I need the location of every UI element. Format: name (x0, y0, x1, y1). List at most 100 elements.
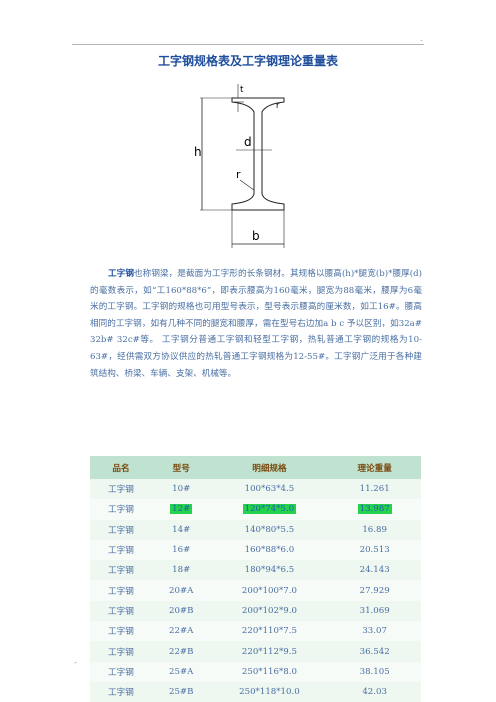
cell-name-text: 工字钢 (108, 505, 134, 516)
cell-weight-text: 16.89 (362, 524, 387, 535)
cell-weight: 31.069 (328, 601, 421, 621)
cell-spec-text: 100*63*4.5 (244, 484, 295, 495)
header-name: 品名 (90, 456, 152, 479)
cell-model: 14# (152, 520, 211, 540)
cell-name: 工字钢 (90, 662, 152, 682)
cell-name-text: 工字钢 (108, 667, 134, 678)
label-h: h (194, 145, 202, 159)
cell-spec: 160*88*6.0 (211, 540, 329, 560)
cell-name: 工字钢 (90, 601, 152, 621)
cell-spec: 250*118*10.0 (211, 682, 329, 702)
label-t: t (240, 85, 244, 95)
table-row: 工字钢 20#A 200*100*7.0 27.929 (90, 580, 421, 601)
table-row: 工字钢 25#A 250*116*8.0 38.105 (90, 661, 421, 682)
cell-weight: 27.929 (328, 580, 421, 600)
cell-spec-text: 200*100*7.0 (241, 585, 297, 596)
cell-model: 22#A (152, 621, 211, 641)
cell-model: 16# (152, 540, 211, 560)
cell-spec-text: 120*74*5.0 (242, 504, 297, 515)
cell-weight-text: 36.542 (359, 646, 390, 657)
page-title: 工字钢规格表及工字钢理论重量表 (157, 54, 338, 68)
cell-name: 工字钢 (90, 641, 152, 661)
cell-name-text: 工字钢 (108, 546, 134, 557)
header-rule (72, 44, 424, 45)
cell-spec: 220*112*9.5 (211, 641, 329, 661)
intro-body: 也称钢梁，是截面为工字形的长条钢材。其规格以腰高(h)*腿宽(b)*腰厚(d)的… (90, 269, 422, 379)
cell-model: 20#A (152, 580, 211, 600)
table-header-row: 品名 型号 明细规格 理论重量 (90, 456, 421, 479)
cell-model-text: 20#A (169, 585, 194, 596)
i-beam-outline (231, 97, 285, 211)
cell-spec-text: 140*80*5.5 (244, 524, 295, 535)
cell-model-text: 14# (172, 524, 191, 535)
cell-name-text: 工字钢 (108, 606, 134, 617)
cell-weight: 33.07 (328, 621, 421, 641)
header-spec: 明细规格 (210, 456, 329, 479)
cell-model-text: 22#B (169, 646, 194, 657)
cell-model: 18# (152, 560, 211, 580)
table-row: 工字钢 20#B 200*102*9.0 31.069 (90, 600, 421, 622)
label-r1: r (276, 101, 280, 110)
cell-weight: 38.105 (328, 662, 421, 682)
cell-weight-text: 33.07 (362, 626, 387, 637)
intro-paragraph: 工字钢也称钢梁，是截面为工字形的长条钢材。其规格以腰高(h)*腿宽(b)*腰厚(… (90, 266, 422, 382)
cell-name-text: 工字钢 (108, 627, 134, 638)
cell-spec: 220*110*7.5 (211, 621, 329, 641)
cell-model: 25#A (152, 662, 211, 682)
cell-model-text: 25#B (169, 687, 194, 698)
radius-leader (239, 179, 255, 191)
cell-model-text: 16# (172, 545, 191, 556)
cell-spec-text: 250*116*8.0 (241, 666, 297, 677)
cell-name-text: 工字钢 (108, 485, 134, 496)
cell-spec: 200*100*7.0 (211, 580, 329, 600)
header-model: 型号 (151, 456, 211, 479)
cell-name: 工字钢 (90, 520, 152, 540)
cell-name-text: 工字钢 (108, 647, 134, 658)
header-weight: 理论重量 (328, 456, 421, 479)
cell-weight: 36.542 (328, 641, 421, 661)
label-r: r (236, 168, 241, 181)
i-beam-diagram: h d r b t r (194, 84, 285, 248)
cell-name: 工字钢 (90, 580, 152, 600)
cell-name-text: 工字钢 (108, 566, 134, 577)
cell-weight-text: 42.03 (362, 687, 387, 698)
cell-weight-text: 24.143 (359, 565, 390, 576)
cell-spec: 250*116*8.0 (211, 662, 329, 682)
cell-weight: 16.89 (328, 520, 421, 540)
cell-spec-text: 200*102*9.0 (241, 605, 297, 616)
cell-name: 工字钢 (90, 499, 152, 519)
cell-model: 25#B (152, 682, 211, 702)
cell-name: 工字钢 (90, 479, 152, 499)
cell-spec: 200*102*9.0 (211, 601, 329, 621)
cell-model: 20#B (152, 601, 211, 621)
cell-spec-text: 220*110*7.5 (241, 626, 297, 637)
table-row: 工字钢 25#B 250*118*10.0 42.03 (90, 681, 421, 702)
cell-weight-text: 38.105 (359, 666, 390, 677)
cell-model: 12# (152, 499, 211, 519)
cell-weight-text: 13.987 (357, 504, 392, 515)
cell-name: 工字钢 (90, 682, 152, 702)
cell-weight: 24.143 (328, 560, 421, 580)
cell-spec-text: 220*112*9.5 (241, 646, 297, 657)
cell-name: 工字钢 (90, 621, 152, 641)
cell-spec: 100*63*4.5 (211, 479, 329, 499)
cell-spec-text: 250*118*10.0 (239, 687, 300, 698)
cell-weight-text: 20.513 (359, 545, 390, 556)
footer-mark: - (74, 658, 77, 667)
corner-mark: . (420, 34, 423, 43)
cell-weight: 13.987 (328, 499, 421, 519)
cell-name: 工字钢 (90, 560, 152, 580)
cell-name: 工字钢 (90, 540, 152, 560)
cell-model-text: 12# (170, 504, 193, 515)
cell-model-text: 10# (172, 484, 191, 495)
cell-model-text: 25#A (169, 666, 194, 677)
intro-lead: 工字钢 (108, 269, 134, 279)
label-d: d (244, 135, 252, 149)
cell-spec: 140*80*5.5 (211, 520, 329, 540)
cell-weight-text: 31.069 (359, 605, 390, 616)
cell-weight: 20.513 (328, 540, 421, 560)
table-row: 工字钢 12# 120*74*5.0 13.987 (90, 499, 421, 520)
